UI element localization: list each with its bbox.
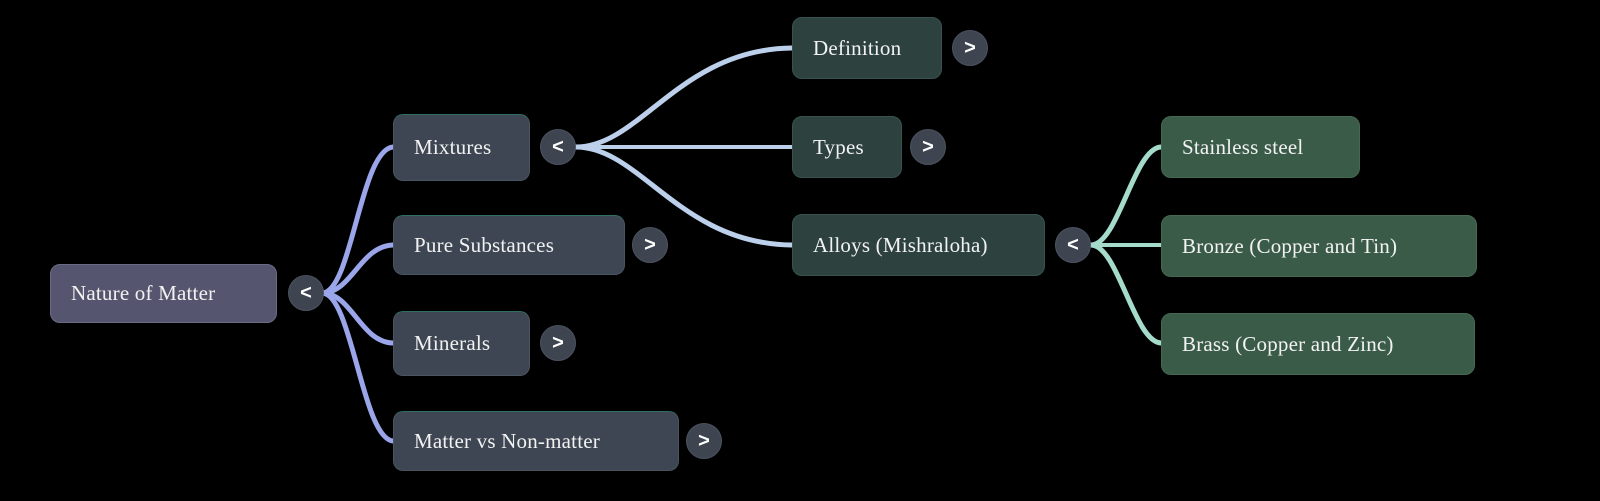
node-label: Nature of Matter [71,281,216,305]
edge-root-pure-substances [319,242,396,296]
node-label: Definition [813,35,902,60]
edge-root-mixtures [319,144,396,296]
edge-root-minerals [319,290,396,346]
node-brass[interactable]: Brass (Copper and Zinc) [1161,313,1475,375]
toggle-nature-of-matter[interactable]: < [288,275,324,311]
node-label: Pure Substances [414,232,555,257]
toggle-definition[interactable]: > [952,30,988,66]
edge-alloys-brass [1088,242,1164,346]
root-edges [319,144,396,444]
edge-root-matter-vs-nonmatter [319,290,396,444]
node-definition[interactable]: Definition [792,17,942,79]
alloys-edges [1088,144,1164,346]
node-pure-substances[interactable]: Pure Substances [393,215,625,275]
toggle-alloys[interactable]: < [1055,227,1091,263]
node-minerals[interactable]: Minerals [393,311,530,376]
node-label: Matter vs Non-matter [414,428,600,453]
node-label: Bronze (Copper and Tin) [1182,233,1398,258]
node-bronze[interactable]: Bronze (Copper and Tin) [1161,215,1477,277]
edge-alloys-stainless-steel [1088,144,1164,248]
node-alloys[interactable]: Alloys (Mishraloha) [792,214,1045,276]
toggle-minerals[interactable]: > [540,325,576,361]
toggle-matter-vs-nonmatter[interactable]: > [686,423,722,459]
node-label: Stainless steel [1182,134,1304,159]
node-label: Types [813,134,864,159]
node-label: Mixtures [414,135,492,159]
node-matter-vs-nonmatter[interactable]: Matter vs Non-matter [393,411,679,471]
toggle-types[interactable]: > [910,129,946,165]
edge-mixtures-definition [573,45,795,150]
node-label: Brass (Copper and Zinc) [1182,331,1394,356]
node-label: Minerals [414,331,491,355]
node-types[interactable]: Types [792,116,902,178]
node-mixtures[interactable]: Mixtures [393,114,530,181]
node-label: Alloys (Mishraloha) [813,232,988,257]
toggle-pure-substances[interactable]: > [632,227,668,263]
toggle-mixtures[interactable]: < [540,129,576,165]
node-stainless-steel[interactable]: Stainless steel [1161,116,1360,178]
node-nature-of-matter[interactable]: Nature of Matter [50,264,277,323]
